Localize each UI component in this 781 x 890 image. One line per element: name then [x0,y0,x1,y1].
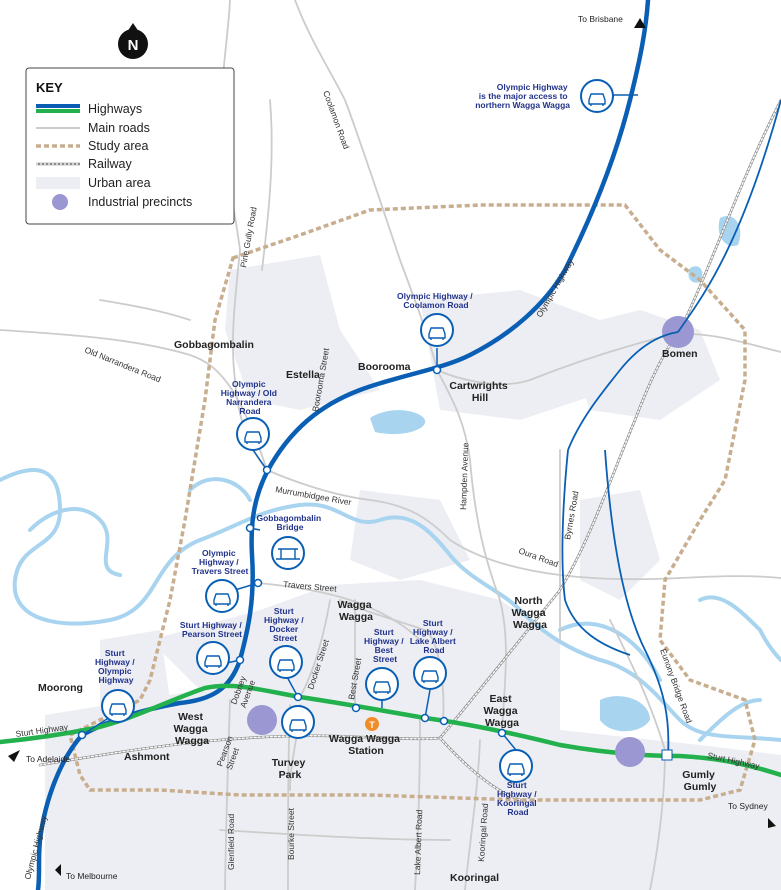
key-label-main-roads: Main roads [88,121,150,135]
kooringal-road-label: Kooringal Road [476,803,490,862]
svg-text:T: T [369,720,375,730]
boorooma-label: Boorooma [358,361,411,373]
car-icon [281,705,315,739]
ashmont-label: Ashmont [124,751,170,763]
callout-sturt-lake-albert: Sturt Highway / Lake Albert Road [410,618,458,655]
gobbagombalin-label: Gobbagombalin [174,339,254,351]
to-adelaide-label: To Adelaide [26,754,70,764]
key-label-highways: Highways [88,102,142,116]
car-icon [420,313,454,347]
oura-road-label: Oura Road [517,545,560,569]
west-wagga-wagga-label: West Wagga Wagga [174,711,211,747]
industrial-precinct-west [247,705,277,735]
estella-label: Estella [286,369,320,381]
key-label-railway: Railway [88,157,133,171]
callout-olympic-coolamon: Olympic Highway / Coolamon Road [397,291,475,310]
key-label-urban-area: Urban area [88,176,151,190]
wagga-wagga-station-label: Wagga Wagga Station [329,733,403,757]
callout-sturt-kooringal: Sturt Highway / Kooringal Road [497,780,539,817]
to-sydney-label: To Sydney [728,801,768,811]
to-melbourne-label: To Melbourne [66,871,118,881]
industrial-precinct-east [615,737,645,767]
wagga-wagga-station-marker: T [365,717,379,731]
moorong-label: Moorong [38,682,83,694]
wagga-wagga-label: Wagga Wagga [338,599,375,623]
key-item-industrial-precincts: Industrial precincts [52,194,192,210]
bridge-icon [271,536,305,570]
key-label-industrial-precincts: Industrial precincts [88,195,192,209]
key-label-study-area: Study area [88,139,149,153]
map-key: KEY Highways Main roads Study area Railw… [25,67,235,225]
key-item-highways: Highways [36,102,142,116]
to-brisbane-label: To Brisbane [578,14,623,24]
key-item-urban-area: Urban area [36,176,151,190]
bourke-street-label: Bourke Street [286,807,296,860]
callout-gobbagombalin-bridge: Gobbagombalin Bridge [256,513,323,532]
railway [38,98,781,802]
callout-sturt-docker: Sturt Highway / Docker Street [264,606,306,643]
key-item-study-area: Study area [36,139,149,153]
kooringal-label: Kooringal [450,872,499,884]
travers-street-label: Travers Street [283,579,338,594]
glenfield-road-label: Glenfield Road [226,813,236,870]
cartwrights-hill-label: Cartwrights Hill [449,380,510,404]
callout-olympic-travers: Olympic Highway / Travers Street [192,548,249,576]
car-icon [499,749,533,783]
gumly-gumly-label: Gumly Gumly [682,769,718,793]
callout-car-glyphs [109,93,606,776]
key-item-railway: Railway [36,157,133,171]
car-icon [365,667,399,701]
car-icon [205,579,239,613]
study-area-boundary [67,203,757,802]
direction-arrows [8,18,776,876]
lake-albert-road-label: Lake Albert Road [412,809,424,875]
car-icon [269,645,303,679]
east-wagga-wagga-label: East Wagga Wagga [484,693,521,729]
lakes [370,216,741,732]
car-icon [196,641,230,675]
north-arrow-letter: N [128,37,139,54]
callout-sturt-best: Sturt Highway / Best Street [364,627,406,664]
map-key-title: KEY [36,80,63,95]
car-icon [236,417,270,451]
callout-sturt-olympic: Sturt Highway / Olympic Highway [95,648,137,685]
callout-sturt-pearson: Sturt Highway / Pearson Street [180,620,244,639]
eunony-bridge-road [561,99,781,761]
turvey-park-label: Turvey Park [272,757,309,781]
callout-olympic-access: Olympic Highway is the major access to n… [475,82,570,110]
bomen-label: Bomen [662,348,698,360]
junction-dots [77,365,507,740]
car-icon [580,79,614,113]
car-icon [101,689,135,723]
car-icon [413,656,447,690]
north-wagga-wagga-label: North Wagga Wagga [512,595,549,631]
key-item-main-roads: Main roads [36,121,150,135]
pine-gully-road-label: Pine Gully Road [238,206,259,268]
old-narrandera-road-label: Old Narrandera Road [83,345,162,385]
coolamon-road-label: Coolamon Road [321,89,351,150]
hampden-avenue-label: Hampden Avenue [458,442,470,510]
callout-olympic-old-narrandera: Olympic Highway / Old Narrandera Road [221,379,280,416]
north-arrow: N [118,23,148,59]
